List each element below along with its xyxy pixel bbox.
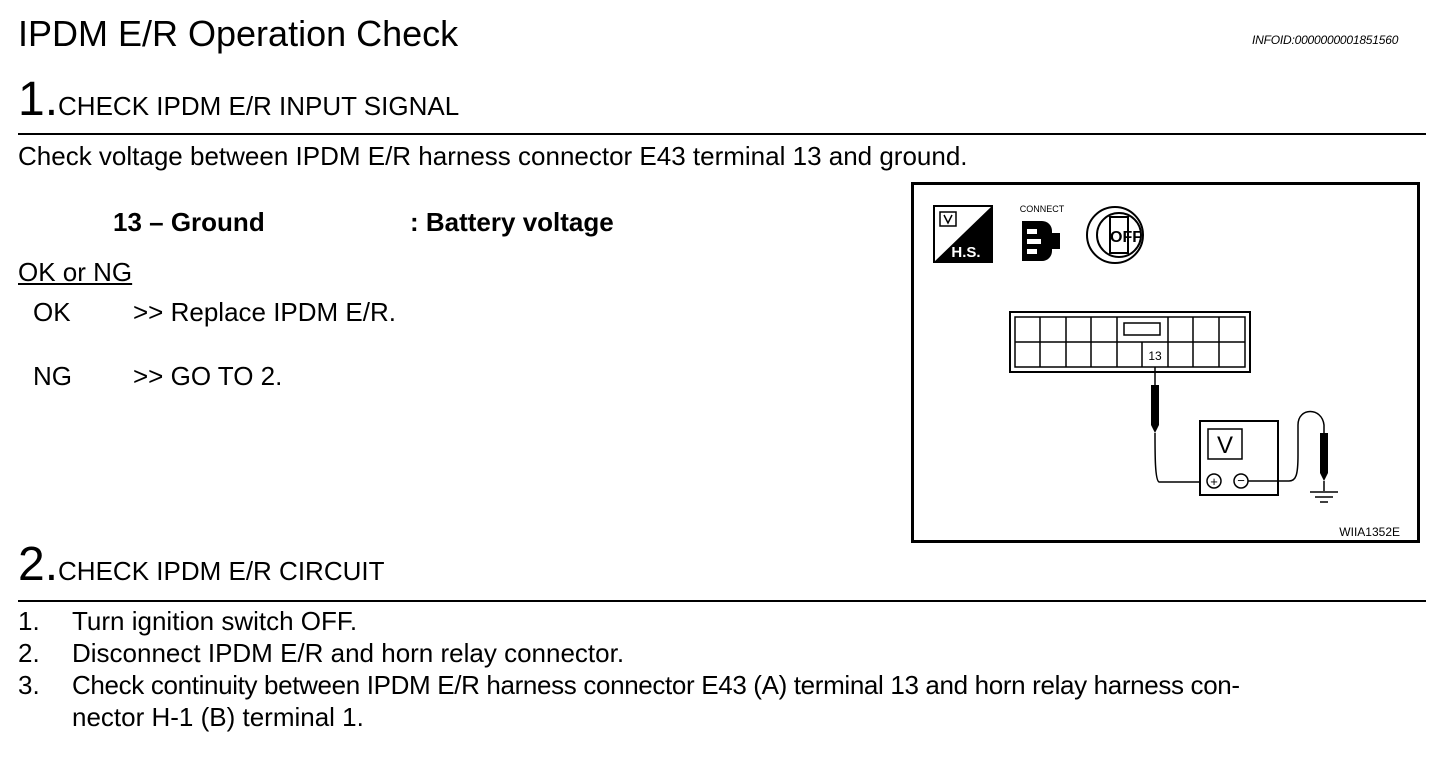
step2-divider [18, 600, 1426, 602]
wiring-figure: H.S. CONNECT OFF [911, 182, 1420, 543]
step2-item-1-text: Turn ignition switch OFF. [72, 606, 358, 636]
step2-item-2-number: 2. [18, 638, 40, 668]
step2-item-2-text: Disconnect IPDM E/R and horn relay conne… [72, 638, 625, 668]
ok-ng-label: OK or NG [18, 257, 133, 287]
step2-item-1-number: 1. [18, 606, 40, 636]
connector-e43: 13 [1009, 311, 1251, 373]
step2-item-3-text-continued: nector H-1 (B) terminal 1. [72, 702, 364, 732]
step1-divider [18, 133, 1426, 135]
spec-value: : Battery voltage [410, 207, 614, 237]
terminal-13-label: 13 [1148, 349, 1162, 363]
step1-number: 1. [18, 73, 59, 126]
step2-item-3-text: Check continuity between IPDM E/R harnes… [72, 670, 1240, 700]
step2-title: CHECK IPDM E/R CIRCUIT [58, 556, 385, 586]
result-ok-action: >> Replace IPDM E/R. [133, 297, 396, 327]
step2-item-3-number: 3. [18, 670, 40, 700]
step1-instruction: Check voltage between IPDM E/R harness c… [18, 141, 968, 171]
connect-label: CONNECT [1020, 204, 1065, 214]
result-ng-status: NG [33, 361, 72, 391]
step2-heading: 2.CHECK IPDM E/R CIRCUIT [18, 537, 385, 592]
meter-plus: + [1210, 474, 1218, 489]
spec-terminal: 13 – Ground [113, 207, 265, 237]
wiring-figure-svg: H.S. CONNECT OFF [933, 204, 1400, 539]
voltmeter: V + − [1199, 420, 1279, 496]
negative-probe [1248, 410, 1328, 491]
positive-probe [1151, 367, 1204, 483]
ground-icon [1310, 491, 1338, 503]
ignition-key-icon: OFF [1086, 206, 1144, 264]
step2-number: 2. [18, 538, 59, 591]
hand-tester-icon: H.S. [933, 205, 993, 263]
page-title: IPDM E/R Operation Check [18, 13, 459, 54]
figure-id: WIIA1352E [1339, 525, 1400, 539]
info-id: INFOID:0000000001851560 [1252, 33, 1399, 47]
result-ok-status: OK [33, 297, 71, 327]
hs-label: H.S. [951, 244, 980, 261]
connect-icon: CONNECT [1020, 204, 1065, 261]
step1-title: CHECK IPDM E/R INPUT SIGNAL [58, 91, 460, 121]
off-label: OFF [1110, 229, 1142, 246]
result-ng-action: >> GO TO 2. [133, 361, 283, 391]
meter-v-label: V [1217, 432, 1233, 459]
meter-minus: − [1237, 473, 1245, 488]
step1-heading: 1.CHECK IPDM E/R INPUT SIGNAL [18, 72, 459, 127]
